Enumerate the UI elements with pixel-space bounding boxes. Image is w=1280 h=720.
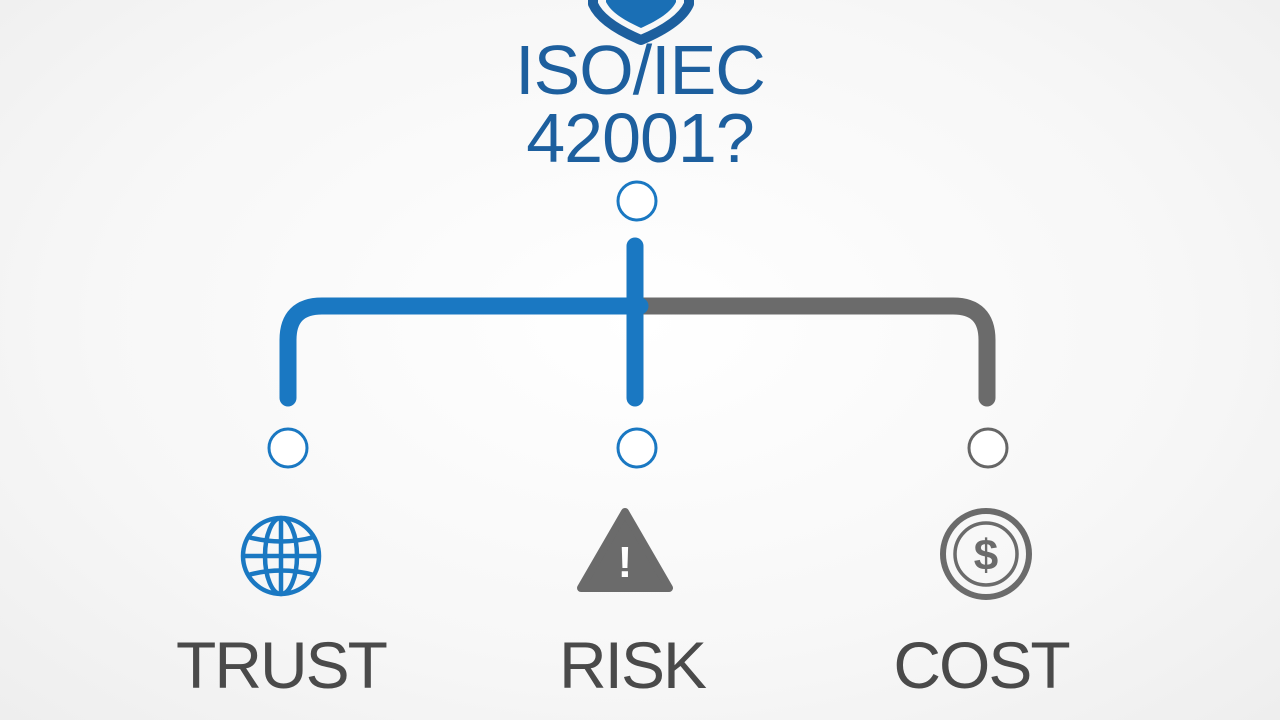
node-cost	[967, 427, 1009, 469]
label-cost: COST	[893, 628, 1069, 702]
node-trust	[267, 427, 309, 469]
root-node	[616, 180, 658, 222]
connector-gray	[627, 297, 996, 407]
dollar-coin-icon: $	[940, 508, 1032, 600]
title-line-2: 42001?	[526, 99, 754, 177]
warning-exclamation: !	[618, 538, 633, 587]
shield-icon	[588, 0, 694, 45]
globe-icon	[240, 515, 322, 597]
warning-triangle-icon: !	[577, 508, 673, 592]
label-trust: TRUST	[176, 628, 387, 702]
dollar-sign: $	[974, 531, 998, 580]
connector-blue	[279, 297, 649, 407]
title-line-1: ISO/IEC	[515, 31, 765, 109]
label-risk: RISK	[559, 628, 707, 702]
node-risk	[616, 427, 658, 469]
